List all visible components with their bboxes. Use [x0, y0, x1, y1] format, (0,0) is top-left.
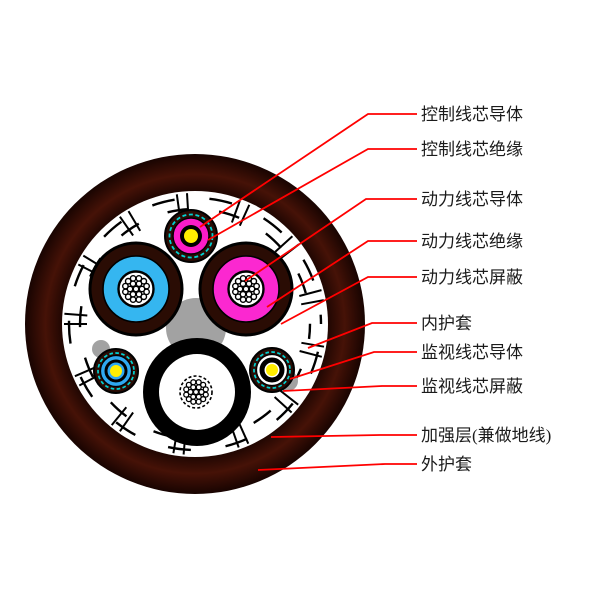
leader-power-conductor — [244, 198, 417, 282]
label-power-core-insulation: 动力线芯绝缘 — [421, 232, 523, 251]
monitor-core-right — [249, 347, 295, 393]
bottom-core — [143, 338, 251, 446]
label-power-core-shield: 动力线芯屏蔽 — [421, 268, 523, 287]
power-left-strands — [121, 275, 151, 303]
leader-monitor-conductor — [289, 351, 417, 380]
label-outer-sheath: 外护套 — [421, 455, 472, 474]
leader-control-conductor — [199, 113, 417, 228]
power-core-left — [88, 241, 184, 337]
label-control-core-insulation: 控制线芯绝缘 — [421, 140, 523, 159]
label-reinforcement-layer: 加强层(兼做地线) — [421, 426, 551, 445]
leader-reinforcement — [270, 434, 417, 438]
label-column: 控制线芯导体 控制线芯绝缘 动力线芯导体 动力线芯绝缘 动力线芯屏蔽 内护套 监… — [421, 105, 551, 474]
leader-inner-sheath — [307, 322, 417, 349]
leader-power-shield — [280, 276, 417, 325]
power-core-right — [198, 241, 294, 337]
leader-monitor-shield — [282, 385, 417, 392]
label-monitor-core-conductor: 监视线芯导体 — [421, 343, 523, 362]
leader-lines — [199, 113, 417, 471]
label-power-core-conductor: 动力线芯导体 — [421, 190, 523, 209]
label-monitor-core-shield: 监视线芯屏蔽 — [421, 377, 523, 396]
leader-power-insulation — [266, 240, 417, 308]
label-inner-sheath: 内护套 — [421, 314, 472, 333]
leader-outer-sheath — [257, 463, 417, 471]
monitor-core-left — [93, 348, 139, 394]
leader-control-insulation — [207, 148, 417, 241]
bottom-core-strands — [183, 379, 209, 405]
label-control-core-conductor: 控制线芯导体 — [421, 105, 523, 124]
control-core — [164, 209, 218, 263]
